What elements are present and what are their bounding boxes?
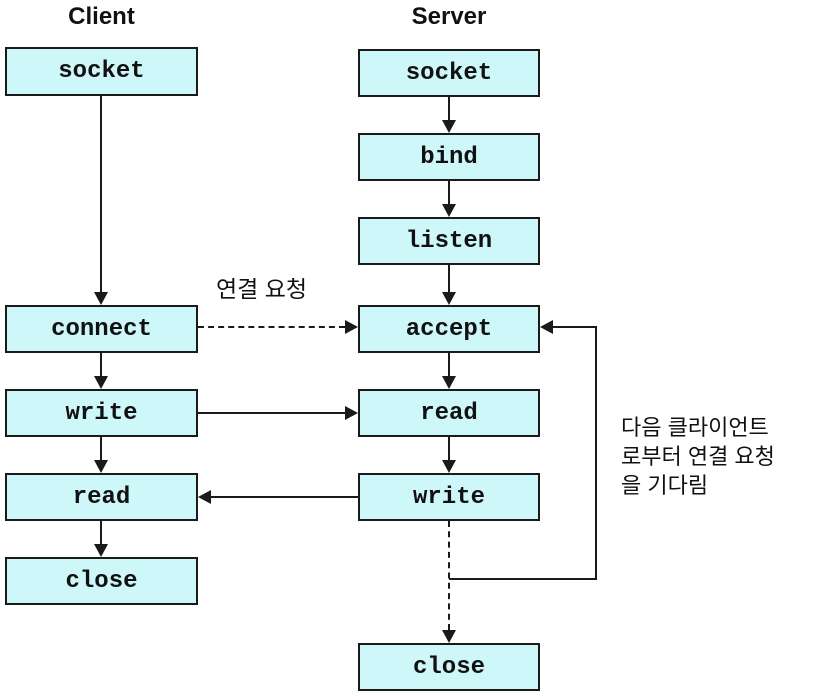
- client-close-box: close: [5, 557, 198, 605]
- server-socket-box: socket: [358, 49, 540, 97]
- arrow-server-read-to-write-head: [442, 460, 456, 473]
- arrow-server-accept-to-read-head: [442, 376, 456, 389]
- arrow-client-write-to-server-read-line: [198, 412, 345, 414]
- arrow-client-write-to-read-head: [94, 460, 108, 473]
- loop-back-into-accept-head: [540, 320, 553, 334]
- arrow-server-write-to-close-dashed-line: [448, 521, 450, 630]
- client-socket-box: socket: [5, 47, 198, 96]
- arrow-client-write-to-server-read-head: [345, 406, 358, 420]
- server-listen-box: listen: [358, 217, 540, 265]
- arrow-connect-to-accept-dashed-line: [198, 326, 345, 328]
- loop-back-bottom-line: [449, 578, 597, 580]
- arrow-server-write-to-client-read-head: [198, 490, 211, 504]
- arrow-server-bind-to-listen-head: [442, 204, 456, 217]
- arrow-server-accept-to-read-line: [448, 353, 450, 377]
- server-write-box: write: [358, 473, 540, 521]
- loop-back-top-line: [553, 326, 597, 328]
- client-column-title: Client: [68, 3, 135, 30]
- arrow-server-listen-to-accept-line: [448, 265, 450, 293]
- arrow-server-write-to-close-head: [442, 630, 456, 643]
- server-read-box: read: [358, 389, 540, 437]
- arrow-client-read-to-close-head: [94, 544, 108, 557]
- server-column-title: Server: [411, 3, 487, 30]
- wait-note-line-3: 을 기다림: [621, 473, 709, 498]
- wait-note-line-2: 로부터 연결 요청: [621, 444, 775, 469]
- server-accept-box: accept: [358, 305, 540, 353]
- arrow-server-read-to-write-line: [448, 437, 450, 461]
- server-close-box: close: [358, 643, 540, 691]
- arrow-client-read-to-close-line: [100, 521, 102, 545]
- loop-back-right-line: [595, 326, 597, 580]
- client-read-box: read: [5, 473, 198, 521]
- arrow-client-connect-to-write-line: [100, 353, 102, 377]
- arrow-client-connect-to-write-head: [94, 376, 108, 389]
- arrow-server-write-to-client-read-line: [211, 496, 358, 498]
- wait-note-line-1: 다음 클라이언트: [621, 415, 769, 440]
- client-write-box: write: [5, 389, 198, 437]
- arrow-client-socket-to-connect-head: [94, 292, 108, 305]
- arrow-connect-to-accept-head: [345, 320, 358, 334]
- arrow-server-socket-to-bind-line: [448, 97, 450, 121]
- connection-request-label: 연결 요청: [216, 276, 308, 302]
- server-bind-box: bind: [358, 133, 540, 181]
- arrow-server-socket-to-bind-head: [442, 120, 456, 133]
- client-connect-box: connect: [5, 305, 198, 353]
- arrow-server-bind-to-listen-line: [448, 181, 450, 205]
- arrow-server-listen-to-accept-head: [442, 292, 456, 305]
- wait-note: 다음 클라이언트 로부터 연결 요청 을 기다림: [621, 413, 775, 500]
- arrow-client-write-to-read-line: [100, 437, 102, 461]
- arrow-client-socket-to-connect-line: [100, 95, 102, 293]
